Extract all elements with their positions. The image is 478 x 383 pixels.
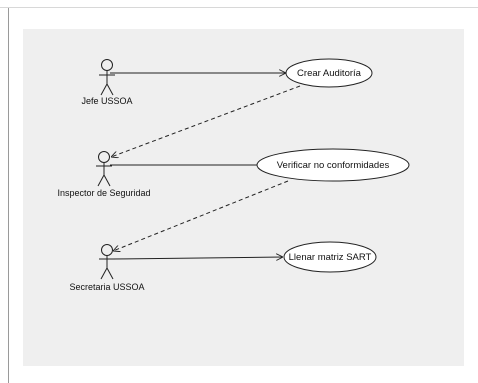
stick-figure-icon bbox=[96, 151, 112, 187]
use-case-verificar-no-conformidades[interactable]: Verificar no conformidades bbox=[256, 148, 410, 182]
left-divider bbox=[8, 8, 9, 383]
stick-figure-icon bbox=[99, 59, 115, 96]
use-case-llenar-matriz-sart[interactable]: Llenar matriz SART bbox=[283, 241, 377, 273]
actor-secretaria-ussoa[interactable]: Secretaria USSOA bbox=[69, 244, 145, 293]
diagram-canvas bbox=[23, 29, 464, 366]
actor-label: Jefe USSOA bbox=[81, 96, 132, 106]
actor-jefe-ussoa[interactable]: Jefe USSOA bbox=[81, 59, 133, 107]
use-case-label: Crear Auditoría bbox=[297, 68, 362, 79]
stick-figure-icon bbox=[99, 244, 115, 280]
use-case-label: Verificar no conformidades bbox=[277, 160, 390, 171]
actor-label: Inspector de Seguridad bbox=[57, 188, 150, 198]
use-case-label: Llenar matriz SART bbox=[289, 252, 372, 263]
dependency-verificar-secretaria bbox=[113, 180, 289, 251]
top-divider bbox=[0, 7, 478, 8]
actor-label: Secretaria USSOA bbox=[69, 282, 144, 292]
use-case-crear-auditoria[interactable]: Crear Auditoría bbox=[285, 58, 373, 88]
dependency-crear-inspector bbox=[111, 85, 301, 157]
association-secretaria-llenar bbox=[111, 257, 283, 259]
actor-inspector-de-seguridad[interactable]: Inspector de Seguridad bbox=[57, 151, 151, 199]
